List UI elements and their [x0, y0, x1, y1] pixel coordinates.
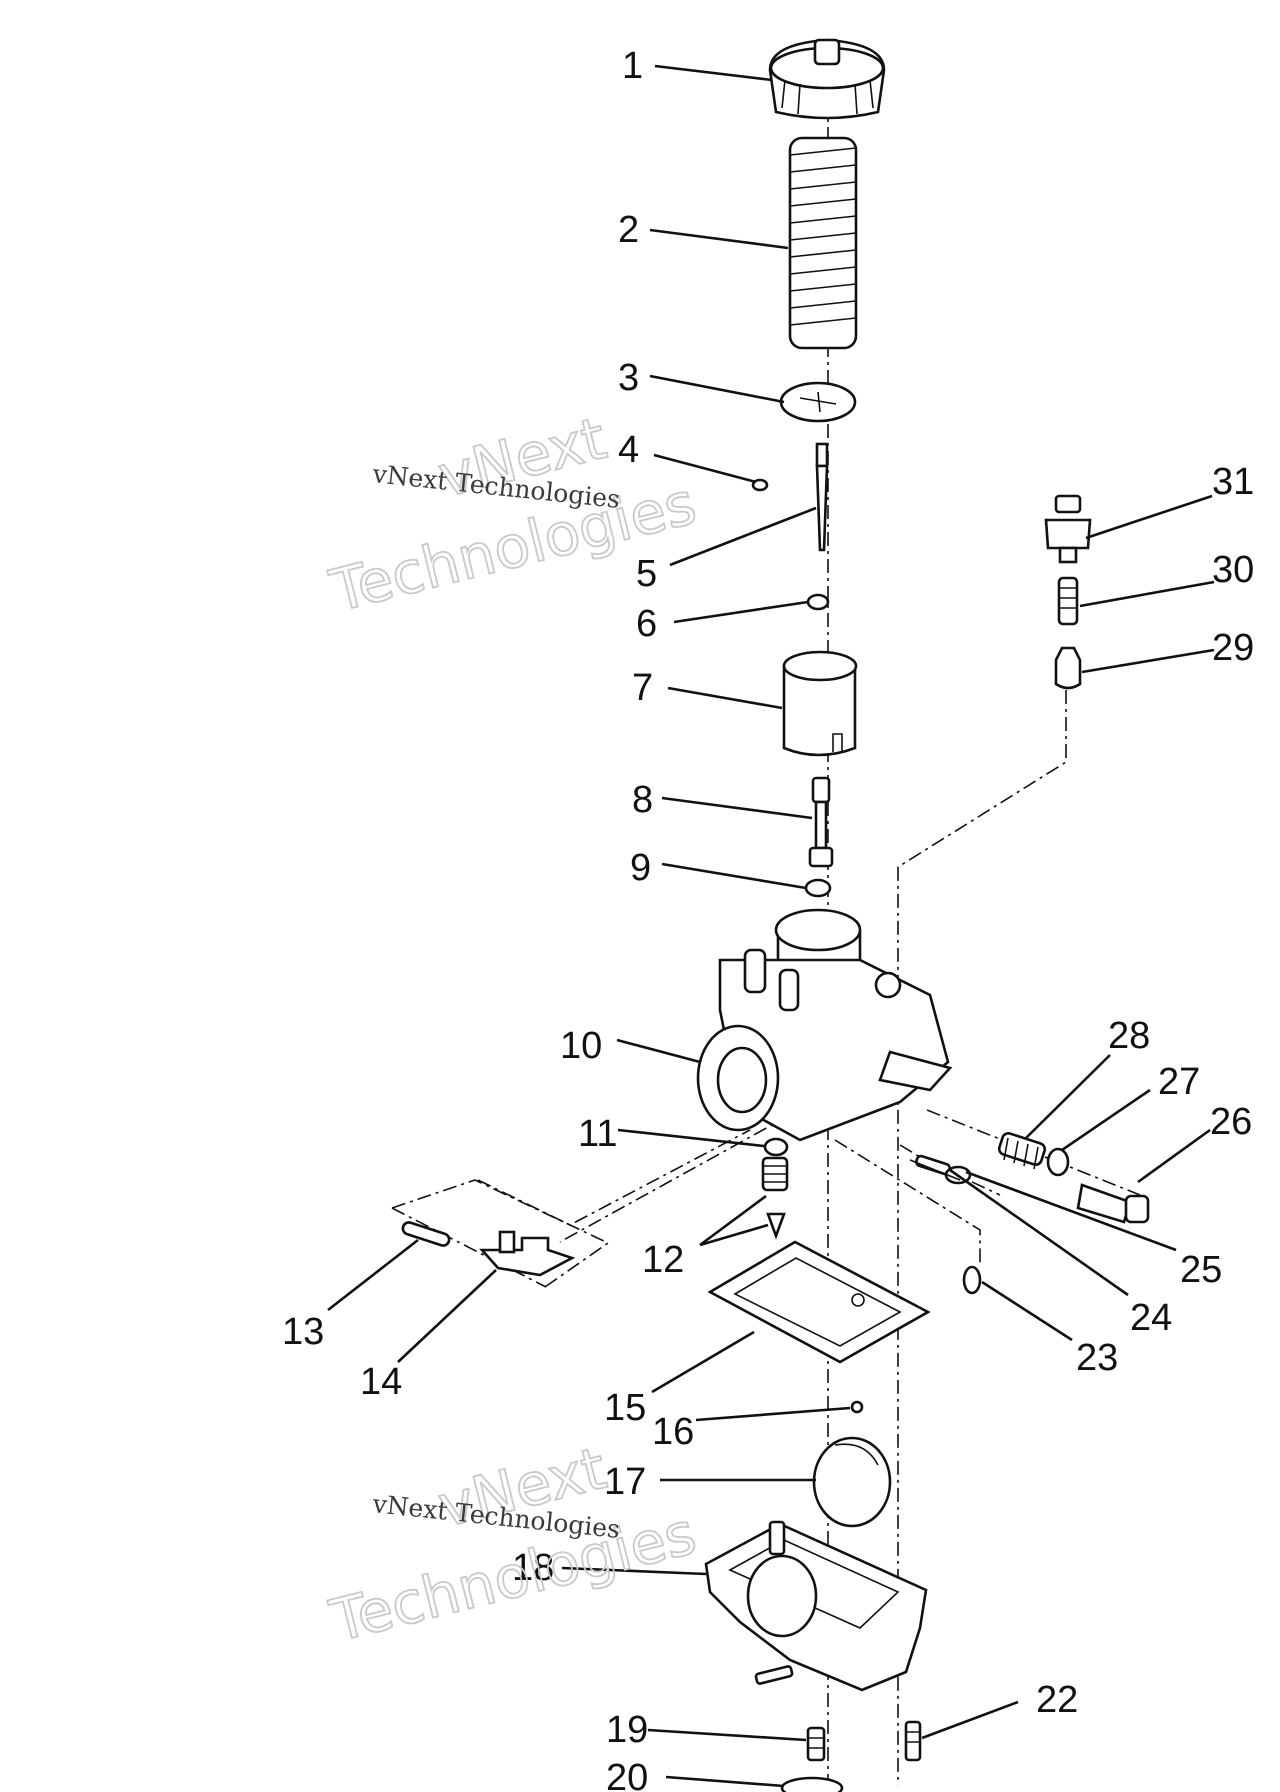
float-arm-frame-base: [391, 1207, 547, 1288]
part-12-float-valve: [761, 1156, 789, 1240]
float-pin-axis-line: [559, 1114, 791, 1243]
part-22-screw: [904, 1720, 922, 1762]
label-part-27: 27: [1158, 1061, 1200, 1103]
label-part-26: 26: [1210, 1101, 1252, 1143]
label-part-15: 15: [604, 1387, 646, 1429]
label-part-23: 23: [1076, 1337, 1118, 1379]
label-part-31: 31: [1212, 461, 1254, 503]
label-part-3: 3: [618, 357, 639, 399]
part-31-main-jet: [1044, 494, 1092, 564]
part-8-needle-jet: [808, 776, 834, 868]
part-5-needle: [815, 442, 829, 552]
label-part-29: 29: [1212, 627, 1254, 669]
part-11-washer: [763, 1137, 789, 1157]
label-part-18: 18: [512, 1547, 554, 1589]
label-part-19: 19: [606, 1709, 648, 1751]
label-part-7: 7: [632, 667, 653, 709]
part-16-ball: [850, 1400, 864, 1414]
part-18-float-bowl: [704, 1520, 928, 1692]
part-labels: 1 2 3 4 5 6 7 8 9 10 11 12 13 14 15 16 1…: [282, 45, 1254, 1792]
drain-axis-line: [834, 1139, 981, 1265]
part-26-idle-screw: [1076, 1183, 1150, 1224]
part-10-carburetor-body: [696, 908, 953, 1142]
part-17-float: [812, 1436, 892, 1528]
part-2-spring: [788, 136, 858, 350]
label-part-8: 8: [632, 779, 653, 821]
label-part-17: 17: [604, 1461, 646, 1503]
part-23-jet: [962, 1265, 982, 1295]
part-30-pilot-jet: [1057, 576, 1079, 626]
label-part-30: 30: [1212, 549, 1254, 591]
part-13-float-pin: [401, 1221, 451, 1247]
label-part-10: 10: [560, 1025, 602, 1067]
part-15-gasket: [707, 1240, 931, 1364]
label-part-11: 11: [578, 1113, 617, 1155]
idle-jet-axis-line: [897, 690, 1067, 1785]
part-1-cap: [768, 38, 886, 120]
part-4-clip: [751, 478, 769, 492]
part-6-washer: [806, 593, 830, 611]
screw-axis-line: [926, 1109, 1141, 1196]
label-part-16: 16: [652, 1411, 694, 1453]
leader-lines: [327, 64, 1215, 1788]
label-part-28: 28: [1108, 1015, 1150, 1057]
label-part-2: 2: [618, 209, 639, 251]
part-7-throttle-valve: [782, 650, 858, 757]
part-3-plate: [779, 381, 857, 423]
label-part-24: 24: [1130, 1297, 1172, 1339]
label-part-25: 25: [1180, 1249, 1222, 1291]
part-14-float-arm: [479, 1230, 576, 1277]
label-part-9: 9: [630, 847, 651, 889]
label-part-4: 4: [618, 429, 639, 471]
part-20-o-ring: [780, 1776, 844, 1792]
part-27-washer: [1046, 1147, 1070, 1177]
label-part-1: 1: [622, 45, 643, 87]
part-25-spring: [909, 1159, 961, 1181]
label-part-5: 5: [636, 553, 657, 595]
label-part-22: 22: [1036, 1679, 1078, 1721]
label-part-20: 20: [606, 1757, 648, 1792]
label-part-13: 13: [282, 1311, 324, 1353]
part-28-spring: [997, 1132, 1047, 1170]
float-arm-frame: [391, 1179, 610, 1288]
part-9-o-ring: [804, 878, 832, 898]
label-part-14: 14: [360, 1361, 402, 1403]
label-part-6: 6: [636, 603, 657, 645]
part-29-jet-holder: [1054, 646, 1082, 690]
label-part-12: 12: [642, 1239, 684, 1281]
part-19-drain-screw: [806, 1726, 826, 1762]
